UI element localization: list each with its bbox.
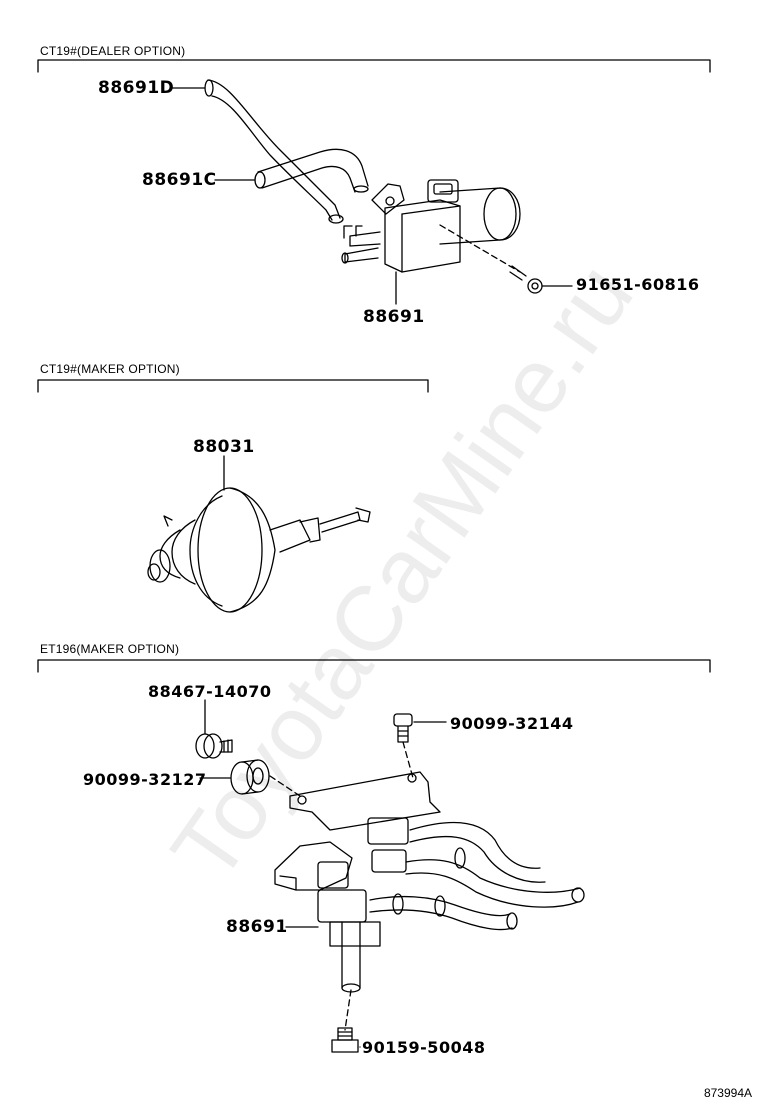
grommet-88467-14070[interactable] [195, 733, 233, 759]
assembly-line-collar [269, 775, 301, 797]
part-label-88691-et[interactable]: 88691 [226, 917, 288, 937]
diagram-id: 873994A [703, 1086, 752, 1100]
section-title-maker-et: ET196(MAKER OPTION) [40, 642, 180, 656]
collar-90099-32127[interactable] [230, 759, 270, 795]
part-label-90099-32127[interactable]: 90099-32127 [83, 770, 207, 789]
vsv-assembly-88691-et[interactable] [274, 771, 585, 993]
part-label-88031[interactable]: 88031 [193, 437, 255, 457]
hose-88691d[interactable] [204, 79, 344, 224]
part-label-88691d[interactable]: 88691D [98, 78, 175, 98]
part-label-90159-50048[interactable]: 90159-50048 [362, 1038, 486, 1057]
section-bracket-maker-ct [37, 379, 429, 393]
section-title-dealer: CT19#(DEALER OPTION) [40, 44, 186, 58]
part-label-88691c[interactable]: 88691C [142, 170, 217, 190]
part-label-91651-60816[interactable]: 91651-60816 [576, 275, 700, 294]
part-label-90099-32144[interactable]: 90099-32144 [450, 714, 574, 733]
actuator-88031[interactable] [147, 487, 371, 613]
bolt-90099-32144[interactable] [393, 713, 414, 779]
section-bracket-dealer [37, 59, 711, 73]
vsv-88691-dealer[interactable] [341, 179, 521, 273]
hose-88691c[interactable] [254, 148, 369, 193]
section-title-maker-ct: CT19#(MAKER OPTION) [40, 362, 180, 376]
part-label-88467-14070[interactable]: 88467-14070 [148, 682, 272, 701]
part-label-88691-dealer[interactable]: 88691 [363, 307, 425, 327]
section-bracket-maker-et [37, 659, 711, 673]
bolt-90159-50048[interactable] [331, 989, 359, 1053]
